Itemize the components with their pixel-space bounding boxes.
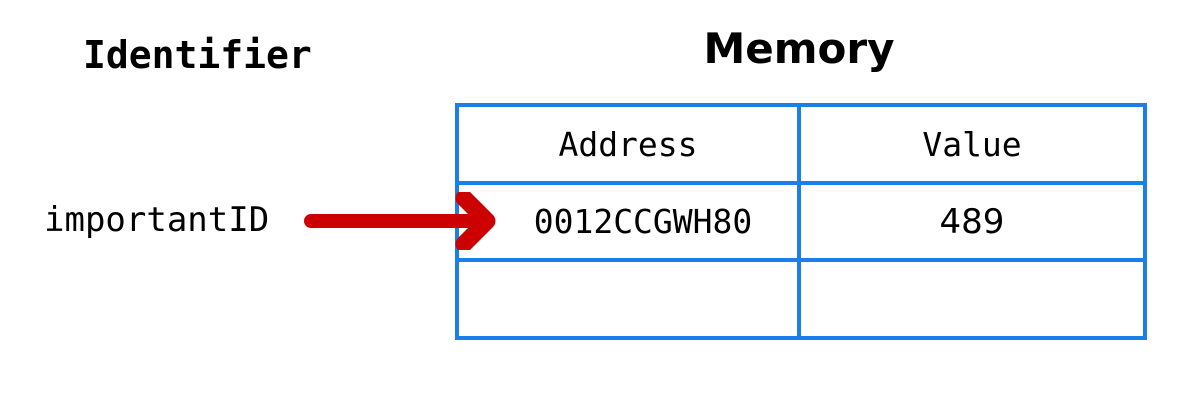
column-header-address: Address	[455, 103, 801, 185]
memory-value-cell: 489	[797, 181, 1147, 262]
memory-table-heading: Memory	[703, 24, 895, 73]
memory-table: Address Value 0012CCGWH80 489	[455, 103, 1147, 340]
identifier-column-heading: Identifier	[83, 33, 312, 77]
column-header-value: Value	[797, 103, 1147, 185]
table-header-row: Address Value	[455, 103, 1147, 185]
identifier-name-label: importantID	[44, 200, 270, 240]
memory-address-cell: 0012CCGWH80	[455, 181, 801, 262]
table-row: 0012CCGWH80 489	[455, 181, 1147, 262]
table-row	[455, 258, 1147, 340]
memory-value-cell-empty	[797, 258, 1147, 340]
memory-address-cell-empty	[455, 258, 801, 340]
